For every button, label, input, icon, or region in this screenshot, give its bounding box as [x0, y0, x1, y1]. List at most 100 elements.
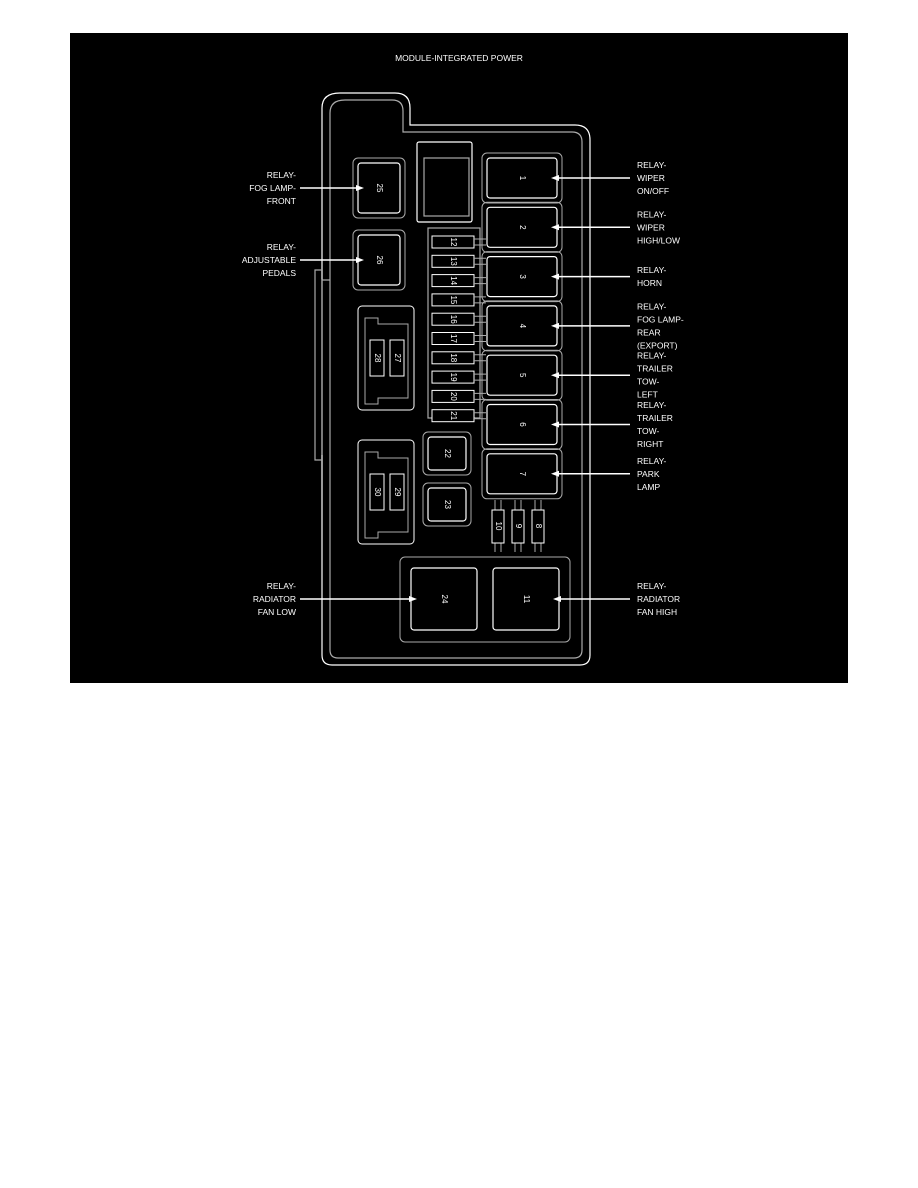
callout-label-line: RELAY- — [637, 400, 666, 410]
relay-24-number: 24 — [440, 595, 449, 604]
fuse-20-lead — [474, 392, 486, 400]
fuse-14: 14 — [431, 274, 486, 288]
callout-label-line: RELAY- — [637, 209, 666, 219]
callout-label-line: RADIATOR — [637, 594, 680, 604]
fuse-23-frame — [422, 482, 472, 527]
relay-6-number: 6 — [518, 422, 527, 427]
relay-6: 6 — [481, 399, 563, 450]
fuse-12-body — [431, 235, 475, 249]
fuse-20: 20 — [431, 389, 486, 403]
fuse-30-body — [369, 473, 385, 511]
fuse-22-frame — [422, 431, 472, 476]
fuse-16-lead — [474, 315, 486, 323]
fuse-12-lead — [474, 238, 486, 246]
callout-label-line: HIGH/LOW — [637, 235, 680, 245]
callout-label-line: TOW- — [637, 426, 660, 436]
fuse-16: 16 — [431, 312, 486, 326]
fuse-14-number: 14 — [449, 276, 458, 285]
fuse-14-lead — [474, 277, 486, 285]
callout-label-line: RELAY- — [637, 160, 666, 170]
relay-5: 5 — [481, 349, 563, 401]
fuse-15-lead — [474, 296, 486, 304]
fuse-13-lead — [474, 257, 486, 265]
callout-label-line: FAN LOW — [258, 607, 296, 617]
fuse-29-body — [389, 473, 405, 511]
fuse-12: 12 — [431, 235, 486, 249]
callout-label-line: RELAY- — [637, 301, 666, 311]
relay-1-number: 1 — [518, 176, 527, 181]
fuse-12-number: 12 — [449, 238, 458, 247]
fuse-19-body — [431, 370, 475, 384]
fuse-9-body — [511, 509, 525, 544]
relay-11: 11 — [492, 567, 560, 631]
callout-relay-25: RELAY-FOG LAMP-FRONT — [249, 170, 364, 206]
callout-relay-3: RELAY-HORN — [551, 265, 666, 288]
fuse-27-body — [389, 339, 405, 377]
callout-label-line: PEDALS — [262, 268, 296, 278]
callout-label-line: RELAY- — [637, 581, 666, 591]
fuse-14-body — [431, 274, 475, 288]
fuse-20-number: 20 — [449, 392, 458, 401]
cartridge-block-outline — [364, 451, 409, 539]
relay-25-number: 25 — [375, 184, 384, 193]
cartridge-block-1: 28 27 — [357, 305, 415, 411]
callout-label-line: WIPER — [637, 173, 665, 183]
fuse-27-number: 27 — [393, 354, 402, 363]
cartridge-block-frame — [357, 439, 415, 545]
fuse-29-number: 29 — [393, 488, 402, 497]
callout-relay-1: RELAY- WIPER ON/OFF — [551, 160, 669, 196]
fuse-17-body — [431, 332, 475, 345]
relay-24: 24 — [410, 567, 478, 631]
callout-label-line: RELAY- — [267, 242, 296, 252]
arrow-head-icon — [409, 596, 417, 602]
diagram-title: MODULE-INTEGRATED POWER — [395, 53, 523, 63]
fuse-18-number: 18 — [449, 353, 458, 362]
callout-label-line: LEFT — [637, 390, 658, 400]
arrow-head-icon — [356, 257, 364, 263]
fuse-22-body — [427, 436, 467, 471]
relay-3-number: 3 — [518, 274, 527, 279]
relay-1: 1 — [481, 152, 563, 204]
callout-label-line: TRAILER — [637, 364, 673, 374]
arrow-head-icon — [356, 185, 364, 191]
fuse-21-lead — [474, 412, 486, 420]
relay-26-number: 26 — [375, 256, 384, 265]
relay-7-number: 7 — [518, 472, 527, 477]
callout-label-line: RELAY- — [637, 456, 666, 466]
fuse-10-body — [491, 509, 505, 544]
callout-label-line: TOW- — [637, 377, 660, 387]
fuse-9-number: 9 — [514, 524, 523, 529]
fuse-17: 17 — [431, 332, 486, 345]
fuse-30-number: 30 — [373, 488, 382, 497]
callout-label-line: LAMP — [637, 482, 660, 492]
cartridge-block-frame — [357, 305, 415, 411]
arrow-head-icon — [553, 596, 561, 602]
callout-label-line: REAR — [637, 327, 661, 337]
callout-label-line: RIGHT — [637, 439, 663, 449]
fuse-16-body — [431, 312, 475, 326]
arrow-head-icon — [551, 273, 559, 280]
arrow-head-icon — [551, 175, 559, 181]
fuse-9: 9 — [511, 500, 525, 552]
callout-label-line: ON/OFF — [637, 186, 669, 196]
arrow-head-icon — [551, 322, 559, 329]
relay-5-number: 5 — [518, 373, 527, 378]
fuse-19-number: 19 — [449, 373, 458, 382]
fuse-23-number: 23 — [443, 500, 452, 509]
arrow-head-icon — [551, 421, 559, 428]
callout-label-line: HORN — [637, 278, 662, 288]
fuse-18: 18 — [431, 351, 486, 365]
fuse-8: 8 — [531, 500, 545, 552]
fuse-28-number: 28 — [373, 354, 382, 363]
fuse-13-body — [431, 254, 475, 268]
fuse-18-body — [431, 351, 475, 365]
callout-label-line: TRAILER — [637, 413, 673, 423]
fuse-28-body — [369, 339, 385, 377]
fuse-15-number: 15 — [449, 295, 458, 304]
arrow-head-icon — [551, 224, 559, 231]
arrow-head-icon — [551, 372, 559, 379]
fuse-8-number: 8 — [534, 524, 543, 529]
